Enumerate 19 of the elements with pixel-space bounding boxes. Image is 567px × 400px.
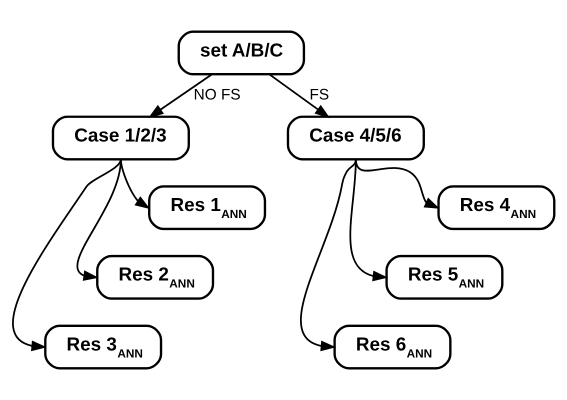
node-box: Res 2$_{ANN}$ [96, 254, 214, 300]
node-box: Case 4/5/6 [286, 116, 425, 160]
node-box: Res 6$_{ANN}$ [333, 324, 452, 370]
arrow [76, 159, 122, 281]
arrow [12, 159, 122, 352]
arrow [269, 74, 330, 118]
node-box: set A/B/C [178, 30, 306, 76]
edge-label: NO FS [194, 86, 241, 104]
node-box: Res 4$_{ANN}$ [437, 185, 556, 230]
node-box: Res 1$_{ANN}$ [148, 185, 266, 230]
node-box: Case 1/2/3 [52, 116, 190, 160]
arrow [120, 159, 150, 210]
edge-label: FS [309, 86, 330, 104]
node-box: Res 3$_{ANN}$ [44, 324, 162, 370]
arrow [148, 74, 212, 118]
arrow [349, 159, 388, 282]
node-box: Res 5$_{ANN}$ [385, 254, 504, 300]
arrow [300, 159, 357, 352]
arrow [355, 159, 440, 209]
